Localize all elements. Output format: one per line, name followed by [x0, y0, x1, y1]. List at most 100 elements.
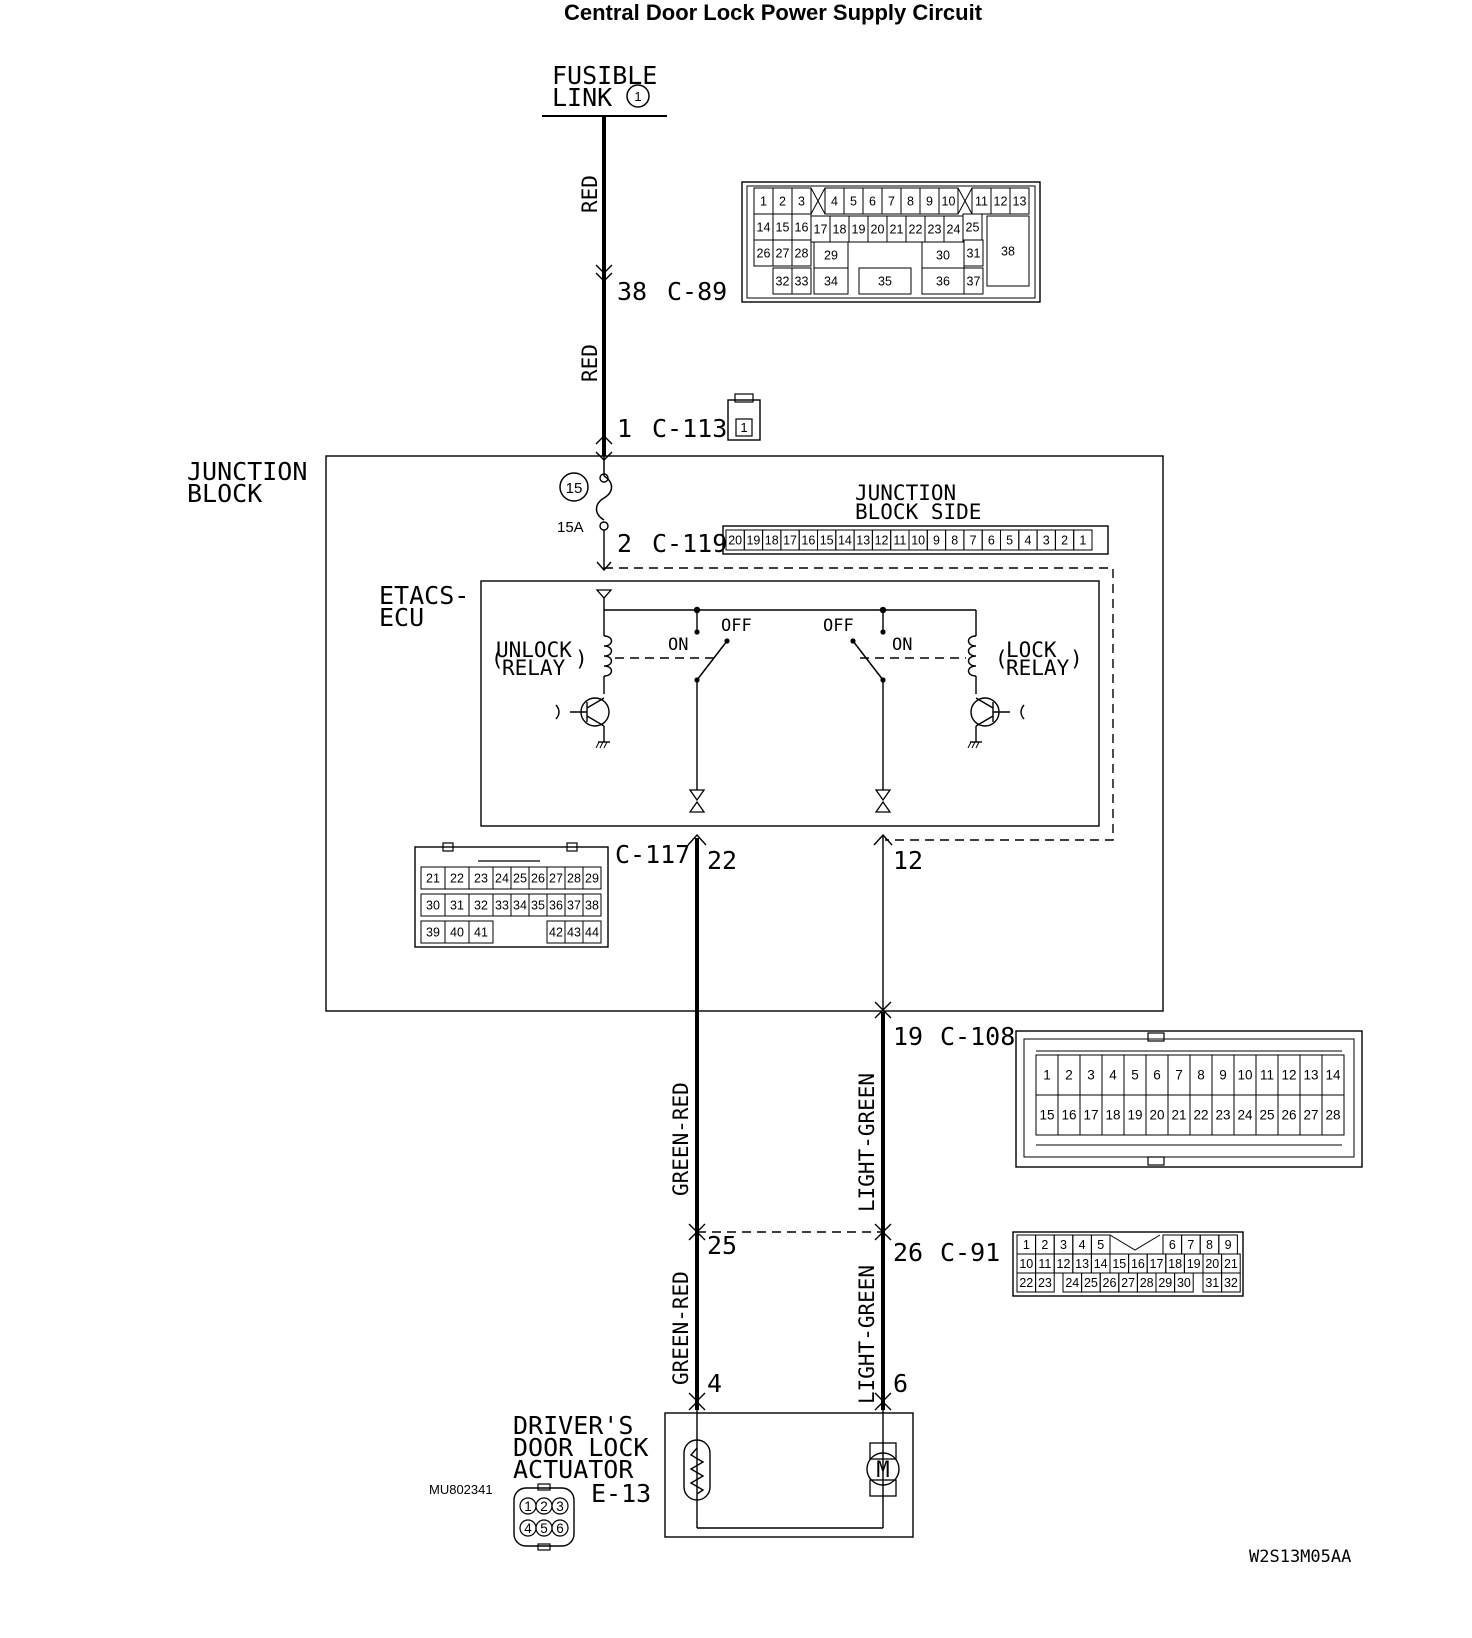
c89-pin-7: 7: [888, 195, 895, 209]
c91-pin-18: 18: [1168, 1257, 1182, 1271]
c89-pin-12: 12: [994, 195, 1008, 209]
c113-icon-pin: 1: [740, 420, 747, 435]
c113-connector-label: C-113: [652, 414, 727, 443]
c113-pin-label: 1: [617, 414, 632, 443]
c117-pin-23: 23: [474, 872, 488, 886]
lock-switch-off-label: OFF: [823, 616, 854, 636]
c119-pin-8: 8: [951, 534, 958, 548]
c91-pin-2: 2: [1041, 1238, 1048, 1252]
fusible-link-label-2: LINK: [552, 83, 612, 112]
c91-pin-32: 32: [1224, 1276, 1238, 1290]
c119-pin-12: 12: [875, 534, 889, 548]
c89-pin-8: 8: [907, 195, 914, 209]
etacs-ecu-outline: [480, 580, 1100, 827]
c117-pin-21: 21: [426, 872, 440, 886]
c91-pin-23: 23: [1038, 1276, 1052, 1290]
c108-pin-18: 18: [1105, 1108, 1120, 1123]
c89-connector-label: C-89: [667, 277, 727, 306]
c108-pin-12: 12: [1281, 1068, 1296, 1083]
c89-pin-24: 24: [947, 223, 961, 237]
c119-pin-2: 2: [1061, 534, 1068, 548]
unlock-switch-off-label: OFF: [721, 616, 752, 636]
c108-pin-27: 27: [1303, 1108, 1318, 1123]
c89-pin-17: 17: [814, 223, 828, 237]
c119-pin-15: 15: [820, 534, 834, 548]
c91-pin-26-label: 26: [893, 1238, 923, 1267]
c119-pin-7: 7: [970, 534, 977, 548]
c117-pin-36: 36: [549, 899, 563, 913]
c108-pin-13: 13: [1303, 1068, 1318, 1083]
c119-pin-18: 18: [765, 534, 779, 548]
c89-pin-34: 34: [824, 275, 838, 289]
c119-pin-5: 5: [1006, 534, 1013, 548]
mu-code-label: MU802341: [429, 1482, 493, 1497]
c89-pin-25: 25: [966, 221, 980, 235]
c117-pin-41: 41: [474, 926, 488, 940]
c117-pin-27: 27: [549, 872, 563, 886]
fusible-link-number-circle: [626, 84, 650, 108]
svg-text:(: (: [995, 647, 1008, 671]
svg-text:M: M: [876, 1458, 889, 1483]
c89-pin-11: 11: [975, 195, 988, 209]
c91-connector-label: C-91: [940, 1238, 1000, 1267]
e13-pin-6-label: 6: [893, 1369, 908, 1398]
c119-connector-label: C-119: [652, 529, 727, 558]
unlock-switch-on-label: ON: [668, 635, 688, 655]
c91-pin-30: 30: [1177, 1276, 1191, 1290]
c117-pin-28: 28: [567, 872, 581, 886]
svg-text:): ): [1070, 647, 1083, 671]
junction-block-side-label-1: JUNCTION: [855, 481, 956, 505]
c89-pin-18: 18: [833, 223, 847, 237]
wire-color-green-red-upper: GREEN-RED: [669, 1082, 693, 1196]
c119-pin-4: 4: [1024, 534, 1031, 548]
e13-pin-2: 2: [540, 1499, 548, 1514]
c119-pin-14: 14: [838, 534, 852, 548]
c91-pin-10: 10: [1019, 1257, 1033, 1271]
c91-pin-25-label: 25: [707, 1231, 737, 1260]
c89-pin-33: 33: [795, 275, 809, 289]
c108-pin-22: 22: [1193, 1108, 1208, 1123]
c117-pin-38: 38: [585, 899, 599, 913]
c91-pin-4: 4: [1079, 1238, 1086, 1252]
c91-pin-28: 28: [1140, 1276, 1154, 1290]
c108-pin-25: 25: [1259, 1108, 1274, 1123]
c117-pin-39: 39: [426, 926, 440, 940]
c108-pin-6: 6: [1153, 1068, 1161, 1083]
actuator-label-2: DOOR LOCK: [513, 1433, 648, 1462]
c119-pin-10: 10: [911, 534, 925, 548]
c108-pin-16: 16: [1061, 1108, 1076, 1123]
c119-pin-9: 9: [933, 534, 940, 548]
c117-pin-42: 42: [549, 926, 563, 940]
c108-pin-2: 2: [1065, 1068, 1073, 1083]
c119-pin-label: 2: [617, 529, 632, 558]
c91-pin-20: 20: [1205, 1257, 1219, 1271]
fuse-rating: 15A: [557, 519, 584, 536]
c91-pin-19: 19: [1187, 1257, 1201, 1271]
c108-pin-15: 15: [1039, 1108, 1054, 1123]
c119-pin-16: 16: [801, 534, 815, 548]
c117-pin-30: 30: [426, 899, 440, 913]
lock-switch-on-label: ON: [892, 635, 912, 655]
c89-pin-30: 30: [936, 249, 950, 263]
c119-dashed-boundary: [604, 567, 1114, 841]
c108-pin-26: 26: [1281, 1108, 1296, 1123]
c117-pin-22-label: 22: [707, 846, 737, 875]
c117-pin-44: 44: [585, 926, 599, 940]
c117-pin-37: 37: [567, 899, 581, 913]
c89-pin-23: 23: [928, 223, 942, 237]
c119-pin-17: 17: [783, 534, 797, 548]
c117-pin-33: 33: [495, 899, 509, 913]
c91-pin-16: 16: [1131, 1257, 1145, 1271]
c119-pin-13: 13: [856, 534, 870, 548]
c89-pin-4: 4: [831, 195, 838, 209]
diagram-title: Central Door Lock Power Supply Circuit: [564, 0, 983, 25]
actuator-label-3: ACTUATOR: [513, 1455, 634, 1484]
c108-pin-17: 17: [1083, 1108, 1098, 1123]
c108-pin-19: 19: [1127, 1108, 1142, 1123]
c89-pin-9: 9: [926, 195, 933, 209]
c91-pin-9: 9: [1225, 1238, 1232, 1252]
